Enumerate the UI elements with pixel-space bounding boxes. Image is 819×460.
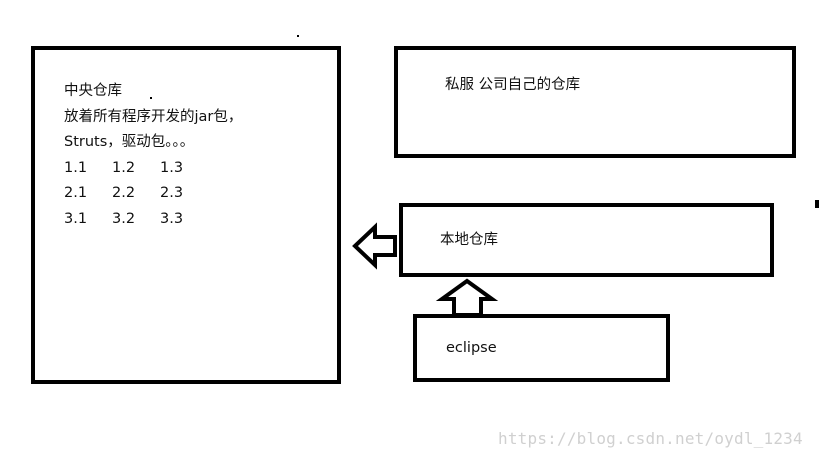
central-repo-title: 中央仓库 [64,83,122,99]
version-row: 3.1 3.2 3.3 [64,207,242,233]
version-cell: 2.1 [64,185,88,201]
central-repo-box [31,46,341,384]
private-repo-box [394,46,796,158]
stray-mark [297,35,299,37]
version-cell: 2.3 [160,185,184,201]
stray-mark [150,97,152,99]
private-repo-label: 私服 公司自己的仓库 [445,77,581,93]
stray-mark [815,200,819,208]
version-cell: 1.3 [160,159,184,176]
version-row: 2.1 2.2 2.3 [64,181,242,207]
up-arrow-icon [435,278,499,317]
central-repo-description: 放着所有程序开发的jar包， [64,108,243,125]
version-cell: 1.2 [112,159,136,176]
central-repo-text: 中央仓库 放着所有程序开发的jar包， Struts，驱动包。。。 1.1 1.2… [64,79,242,232]
left-arrow-icon [352,222,397,270]
version-row: 1.1 1.2 1.3 [64,156,242,182]
eclipse-box [413,314,670,382]
local-repo-box [399,203,774,277]
central-repo-examples: Struts，驱动包。。。 [64,134,195,150]
version-cell: 1.1 [64,159,88,176]
version-cell: 3.3 [160,210,184,227]
watermark-text: https://blog.csdn.net/oydl_1234 [498,429,803,448]
local-repo-label: 本地仓库 [440,232,498,248]
version-cell: 3.1 [64,210,88,227]
version-cell: 2.2 [112,185,136,201]
version-cell: 3.2 [112,210,136,227]
eclipse-label: eclipse [446,340,497,356]
